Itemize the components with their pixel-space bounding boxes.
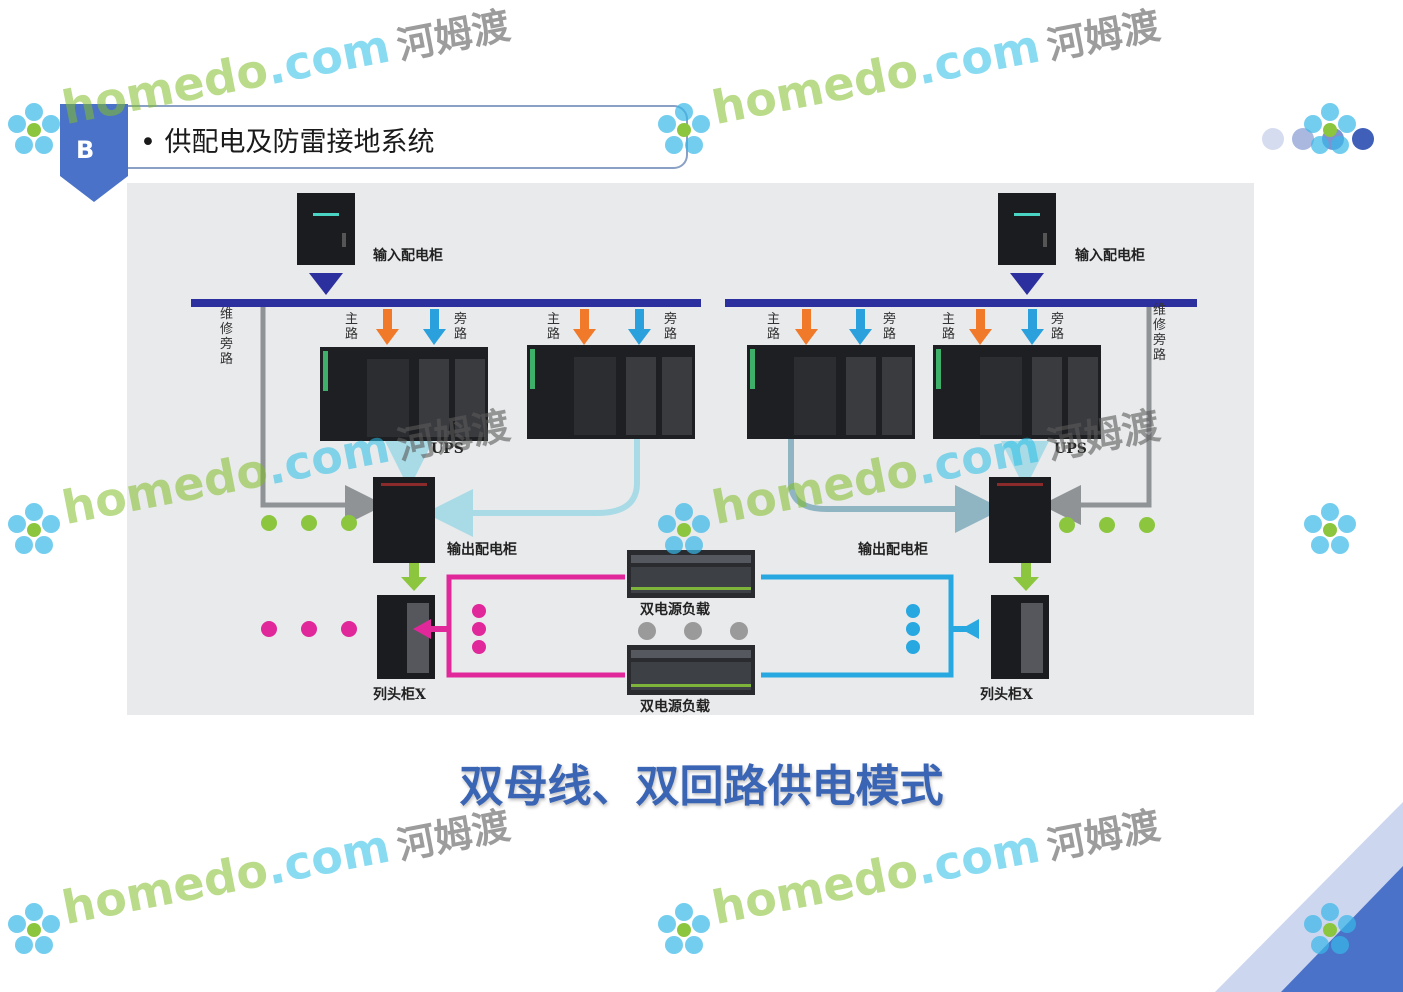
main-label: 主路 xyxy=(767,312,781,342)
maint-bypass-label-left: 维修旁路 xyxy=(220,307,234,367)
ups-label-left: UPS xyxy=(431,441,464,457)
bypass-label: 旁路 xyxy=(454,312,468,342)
badge-shape xyxy=(60,104,128,202)
ups-cabinet xyxy=(747,345,915,439)
power-diagram: 输入配电柜 输入配电柜 维修旁路 维修旁路 主路 旁路 主路 旁路 主路 旁路 … xyxy=(127,183,1254,715)
maint-bypass-right xyxy=(1041,307,1152,525)
row-head-label-left: 列头柜X xyxy=(373,687,426,703)
page-title: • 供配电及防雷接地系统 xyxy=(140,127,435,158)
output-cabinet-right xyxy=(989,477,1051,563)
bypass-label: 旁路 xyxy=(883,312,897,342)
input-arrow-right xyxy=(1010,273,1044,295)
input-cabinet-label-left: 输入配电柜 xyxy=(373,248,443,264)
bypass-arrows xyxy=(423,309,1044,345)
ups-output-line xyxy=(425,439,640,537)
ups-output-line xyxy=(788,439,1003,533)
load-label-top: 双电源负载 xyxy=(640,602,710,618)
row-head-label-right: 列头柜X xyxy=(980,687,1033,703)
watermark: homedo.com河姆渡 xyxy=(57,803,514,935)
green-dots xyxy=(261,515,1155,533)
bus-left xyxy=(191,299,701,307)
main-label: 主路 xyxy=(547,312,561,342)
cyan-dots xyxy=(906,604,920,654)
badge-letter: B xyxy=(76,136,95,164)
load-label-bottom: 双电源负载 xyxy=(640,699,710,715)
magenta-dots xyxy=(261,604,486,654)
bypass-label: 旁路 xyxy=(664,312,678,342)
corner-decoration xyxy=(1215,802,1403,992)
ups-label-right: UPS xyxy=(1054,441,1087,457)
dual-source-load-bottom xyxy=(627,645,755,695)
watermark-flower-icon xyxy=(1304,103,1356,154)
watermark-flower-icon xyxy=(8,903,60,954)
watermark-flower-icon xyxy=(1304,503,1356,554)
diagram-caption: 双母线、双回路供电模式 xyxy=(459,761,944,812)
gray-dots xyxy=(638,622,748,640)
input-arrow-left xyxy=(309,273,343,295)
row-head-cabinet-left xyxy=(377,595,435,679)
ups-cabinet xyxy=(933,345,1101,439)
main-arrows xyxy=(376,309,992,345)
green-arrows xyxy=(401,563,1039,591)
bus-right xyxy=(725,299,1197,307)
ups-cabinet xyxy=(320,347,488,441)
magenta-arrow xyxy=(413,619,431,639)
watermark-flower-icon xyxy=(658,903,710,954)
watermark-flower-icon xyxy=(8,103,60,154)
input-cabinet-label-right: 输入配电柜 xyxy=(1075,248,1145,264)
maint-bypass-label-right: 维修旁路 xyxy=(1153,303,1167,363)
row-head-cabinet-right xyxy=(991,595,1049,679)
dual-source-load-top xyxy=(627,550,755,598)
watermark: homedo.com河姆渡 xyxy=(707,803,1164,935)
watermark: homedo.com河姆渡 xyxy=(707,3,1164,135)
watermark-flower-icon xyxy=(1304,903,1356,954)
watermark-flower-icon xyxy=(8,503,60,554)
watermark-flower-icon xyxy=(658,103,710,154)
maint-bypass-left xyxy=(260,307,385,525)
input-cabinet-left xyxy=(297,193,355,265)
cyan-circuit xyxy=(761,574,954,678)
output-cabinet-label-left: 输出配电柜 xyxy=(447,542,517,558)
bypass-label: 旁路 xyxy=(1051,312,1065,342)
ups-cabinet xyxy=(527,345,695,439)
output-cabinet-label-right: 输出配电柜 xyxy=(858,542,928,558)
main-label: 主路 xyxy=(345,312,359,342)
cyan-arrow xyxy=(961,619,979,639)
output-cabinet-left xyxy=(373,477,435,563)
header-bar xyxy=(110,105,688,169)
watermark-flower-icon xyxy=(658,503,710,554)
magenta-arrow-stem xyxy=(429,626,449,632)
cyan-arrow-stem xyxy=(951,626,969,632)
input-cabinet-right xyxy=(998,193,1056,265)
main-label: 主路 xyxy=(942,312,956,342)
